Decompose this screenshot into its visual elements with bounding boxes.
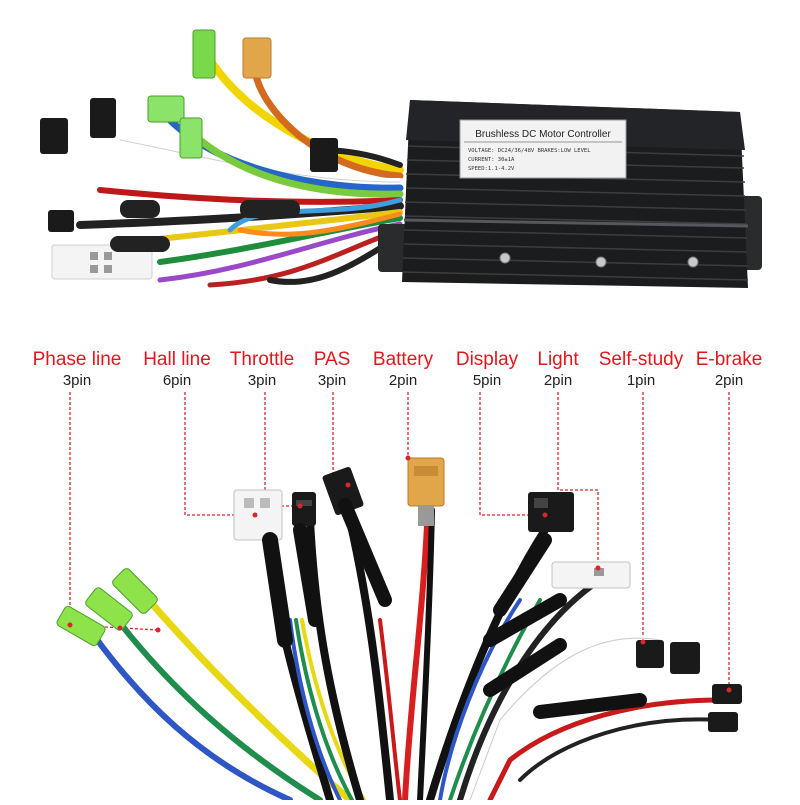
controller-spec-current: CURRENT: 30±1A (468, 157, 515, 163)
harness-wires (87, 496, 723, 804)
label-self-study: Self-study 1pin (581, 348, 701, 390)
display-connector (528, 492, 574, 532)
controller-body: Brushless DC Motor Controller VOLTAGE: D… (378, 100, 762, 288)
connector-pins: 3pin (62, 372, 92, 389)
connector-pins: 6pin (162, 372, 192, 389)
connector-pins: 1pin (626, 372, 656, 389)
label-light: Light 2pin (498, 348, 618, 390)
leader-endpoints (67, 455, 732, 693)
controller-spec-voltage: VOLTAGE: DC24/36/48V BRAKES:LOW LEVEL (468, 148, 591, 154)
hall-line-connector (233, 489, 283, 541)
throttle-connector (292, 492, 316, 526)
connector-name: Throttle (229, 349, 295, 370)
connector-name: E-brake (695, 349, 763, 370)
connector-pins: 3pin (247, 372, 277, 389)
connector-name: Hall line (143, 349, 211, 370)
label-pas: PAS 3pin (272, 348, 392, 390)
connector-pins: 3pin (317, 372, 347, 389)
connector-pins: 5pin (472, 372, 502, 389)
top-connectors (40, 29, 338, 280)
label-throttle: Throttle 3pin (202, 348, 322, 390)
pas-connector (322, 466, 364, 516)
label-battery: Battery 2pin (343, 348, 463, 390)
controller-title: Brushless DC Motor Controller (475, 129, 611, 140)
connector-name: Battery (372, 349, 434, 370)
phase-line-connectors (56, 568, 158, 647)
connector-pins: 2pin (714, 372, 744, 389)
battery-connector (407, 457, 445, 526)
connector-name: PAS (313, 349, 351, 370)
connector-name: Phase line (32, 349, 122, 370)
light-connector (551, 561, 631, 589)
label-e-brake: E-brake 2pin (669, 348, 789, 390)
label-display: Display 5pin (427, 348, 547, 390)
self-study-connector (636, 640, 700, 674)
label-hall-line: Hall line 6pin (117, 348, 237, 390)
leader-lines (69, 392, 730, 690)
connector-name: Light (537, 349, 579, 370)
connector-pins: 2pin (543, 372, 573, 389)
controller-label-plate (459, 119, 627, 179)
e-brake-connectors (708, 684, 742, 732)
controller-spec-speed: SPEED:1.1-4.2V (468, 166, 515, 172)
label-phase-line: Phase line 3pin (17, 348, 137, 390)
connector-name: Self-study (598, 349, 684, 370)
harness-sleeves (262, 498, 647, 719)
connector-name: Display (455, 349, 519, 370)
connector-pins: 2pin (388, 372, 418, 389)
